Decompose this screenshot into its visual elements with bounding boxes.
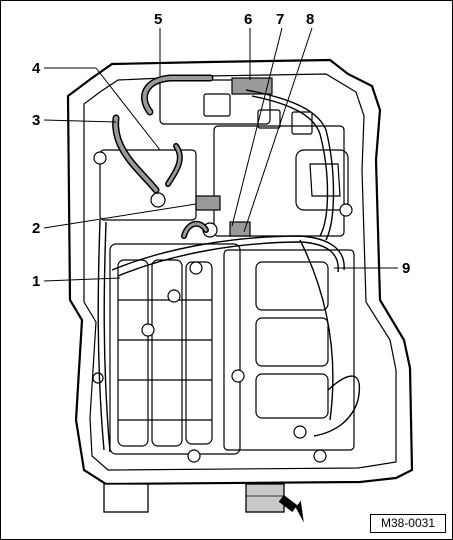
figure-reference: M38-0031 (370, 514, 446, 533)
bolts (92, 151, 353, 463)
callout-2: 2 (32, 220, 40, 237)
highlighted-blocks (195, 195, 251, 237)
wiring-harness (97, 89, 360, 453)
highlighted-tubes (112, 74, 214, 239)
callout-7: 7 (276, 11, 284, 28)
housing-tabs (103, 483, 285, 513)
callout-9: 9 (402, 260, 410, 277)
callout-5: 5 (154, 11, 162, 28)
valve-body (99, 77, 355, 455)
callout-4: 4 (32, 60, 41, 77)
leader-lines (43, 27, 398, 282)
callouts: 1 2 3 4 5 6 7 8 9 (32, 11, 410, 290)
direction-arrow (278, 494, 304, 523)
callout-8: 8 (306, 11, 314, 28)
callout-1: 1 (32, 273, 40, 290)
callout-3: 3 (32, 112, 40, 129)
callout-6: 6 (244, 11, 252, 28)
transmission-housing (66, 58, 414, 486)
